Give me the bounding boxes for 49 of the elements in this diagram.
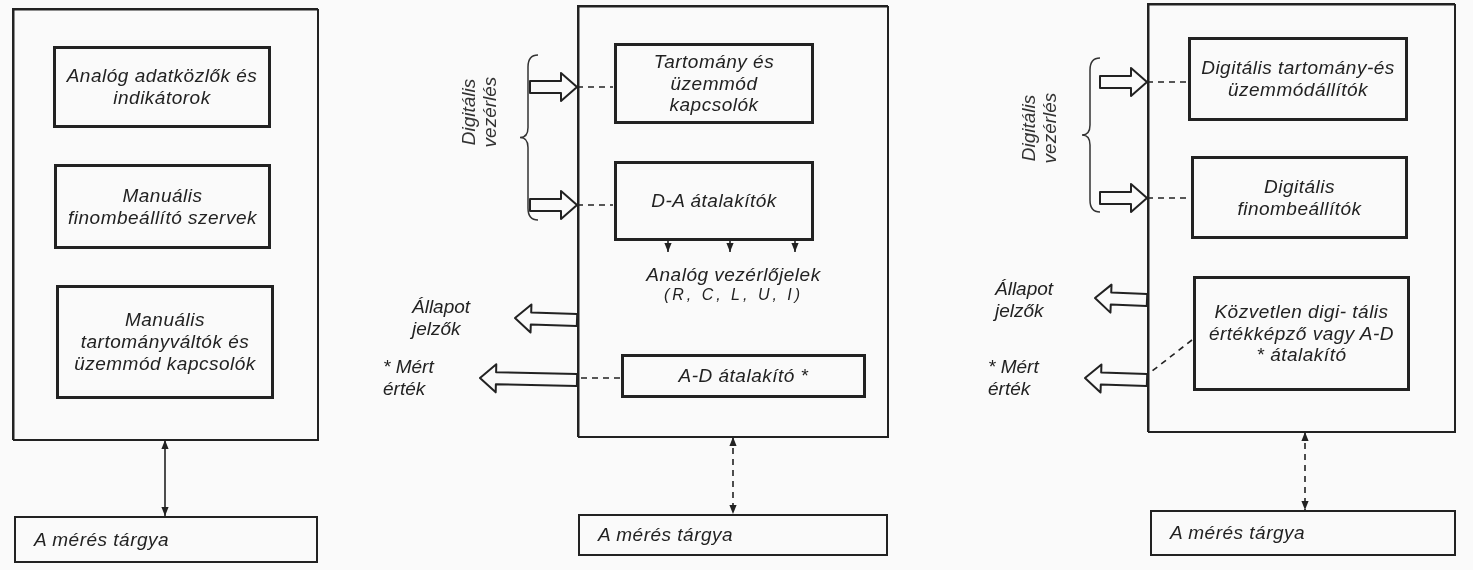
- box-label: A-D átalakító *: [678, 365, 809, 387]
- function-box: [614, 43, 814, 124]
- box-label: A mérés tárgya: [598, 524, 734, 546]
- box-label: Tartomány és üzemmód kapcsolók: [652, 50, 776, 117]
- object-box: [1150, 510, 1456, 556]
- signal-label: Állapot jelzők: [412, 290, 515, 345]
- block-arrow: [479, 363, 579, 394]
- block-arrow: [1099, 183, 1148, 213]
- box-label: Közvetlen digi- tális értékképző vagy A-D * átalakító: [1207, 300, 1396, 367]
- device-block: [577, 5, 888, 437]
- box-label: D-A átalakítók: [651, 190, 777, 212]
- arrow: [664, 239, 672, 253]
- block-arrow: [1084, 363, 1149, 394]
- signal-label: Állapot jelzők: [995, 272, 1095, 327]
- box-label: Manuális tartományváltók és üzemmód kapcsolók: [73, 309, 257, 375]
- function-box: [56, 285, 274, 399]
- box-label: Analóg adatközlők és indikátorok: [65, 65, 259, 109]
- block-arrow: [529, 190, 578, 220]
- vertical-label: Digitális vezérlés: [459, 75, 501, 150]
- signal-label: Analóg vezérlőjelek: [646, 263, 821, 286]
- function-box: [1188, 37, 1408, 121]
- signal-label: * Mért érték: [988, 350, 1085, 405]
- box-label: A mérés tárgya: [1170, 522, 1306, 544]
- block-arrow: [529, 72, 578, 102]
- function-box: [1191, 156, 1408, 239]
- box-label: Digitális finombeállítók: [1236, 175, 1363, 220]
- function-box: [53, 46, 271, 128]
- box-label: Digitális tartomány-és üzemmódállítók: [1200, 57, 1396, 101]
- object-box: [578, 514, 888, 556]
- function-box: [614, 161, 814, 241]
- vertical-label: Digitális vezérlés: [1019, 91, 1061, 166]
- signal-label: (R, C, L, U, I): [663, 285, 804, 305]
- function-box: [621, 354, 866, 398]
- signal-label: * Mért érték: [383, 350, 480, 405]
- device-block: [1147, 3, 1455, 432]
- device-block: [12, 8, 318, 440]
- arrow: [729, 436, 737, 515]
- function-box: [1193, 276, 1410, 391]
- arrow: [726, 239, 734, 253]
- arrow: [791, 239, 799, 253]
- arrow: [161, 439, 169, 517]
- object-box: [14, 516, 318, 563]
- box-label: Manuális finombeállító szervek: [67, 184, 258, 229]
- block-arrow: [514, 303, 579, 334]
- function-box: [54, 164, 271, 249]
- arrow: [1301, 431, 1309, 511]
- block-arrow: [1094, 283, 1149, 314]
- box-label: A mérés tárgya: [34, 528, 170, 551]
- block-arrow: [1099, 67, 1148, 97]
